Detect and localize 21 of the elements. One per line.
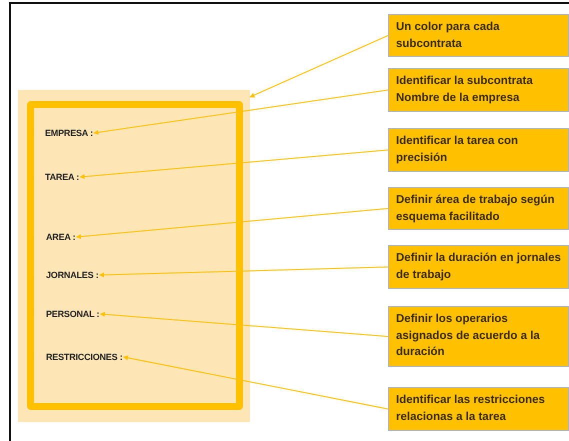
callout-box: Identificar la subcontrata Nombre de la empresa: [388, 68, 569, 112]
callout-box: Definir área de trabajo según esquema facilitado: [388, 187, 569, 230]
callout-box: Definir los operarios asignados de acuerdo a la duración: [388, 306, 569, 367]
field-label: RESTRICCIONES :: [46, 352, 123, 362]
field-label: PERSONAL :: [46, 309, 100, 319]
leader-arrow: [99, 266, 388, 278]
card-background: [18, 90, 250, 422]
field-label: EMPRESA :: [45, 128, 93, 138]
callout-box: Un color para cada subcontrata: [388, 14, 569, 57]
leader-arrow: [80, 150, 388, 180]
leader-arrow: [250, 35, 388, 98]
field-label: AREA :: [46, 232, 76, 242]
leader-arrow: [76, 208, 388, 240]
callout-box: Identificar la tarea con precisión: [388, 128, 569, 172]
callout-box: Identificar las restricciones relacionas a la tarea: [388, 387, 569, 431]
field-label: TAREA :: [45, 172, 80, 182]
leader-arrow: [123, 355, 388, 410]
leader-arrow: [93, 90, 388, 135]
leader-arrow: [100, 312, 388, 337]
field-label: JORNALES :: [46, 270, 99, 280]
callout-box: Definir la duración en jornales de trabajo: [388, 245, 569, 289]
